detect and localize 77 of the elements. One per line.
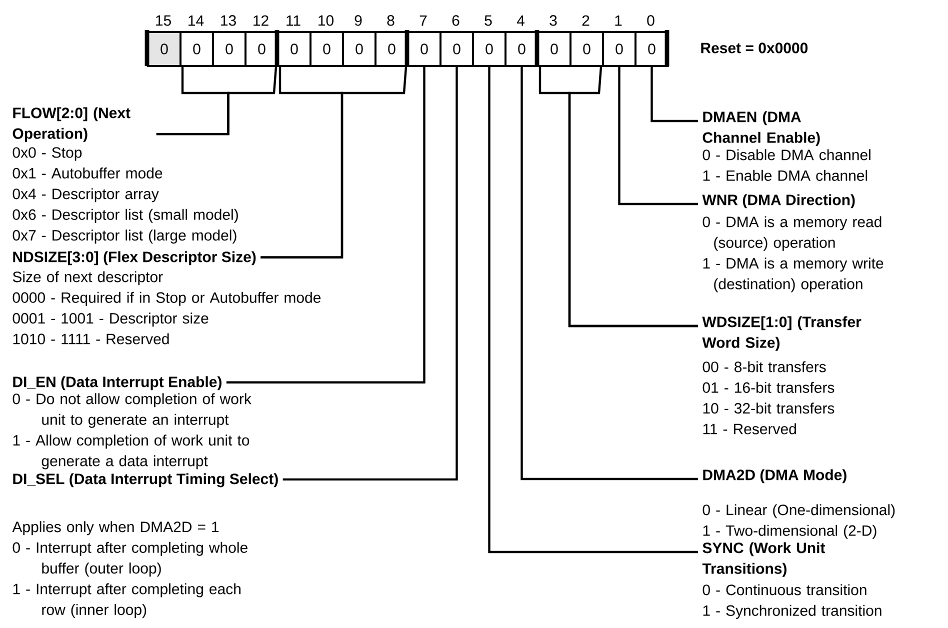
register-cell: 0 <box>440 31 474 67</box>
field-description: 0x0 - Stop <box>12 147 82 161</box>
leader-line <box>156 66 278 136</box>
field-heading: WNR (DMA Direction) <box>702 194 855 208</box>
field-description: 1 - Synchronized transition <box>703 604 882 619</box>
bit-number: 4 <box>516 15 524 26</box>
register-cell: 0 <box>277 31 312 67</box>
reset-value: Reset = 0x0000 <box>701 42 808 54</box>
register-cell: 0 <box>244 31 279 67</box>
bit-number: 8 <box>387 15 394 26</box>
register-cell: 0 <box>504 31 539 67</box>
field-description: 0 - Disable DMA channel <box>702 149 870 160</box>
field-description: 0x7 - Descriptor list (large model) <box>12 230 236 244</box>
field-heading: DMAEN (DMA Channel Enable) <box>702 111 820 146</box>
field-description: 1 - Two-dimensional (2-D) <box>703 524 876 539</box>
field-description: 11 - Reserved <box>703 423 796 434</box>
bit-number: 5 <box>484 15 492 26</box>
register-cell: 0 <box>634 31 669 67</box>
leader-line <box>618 67 698 206</box>
field-description: 1010 - 1111 - Reserved <box>13 333 169 344</box>
field-heading: WDSIZE[1:0] (Transfer Word Size) <box>702 316 862 351</box>
register-cell: 0 <box>342 31 376 67</box>
bit-number: 6 <box>452 15 460 26</box>
field-description: 0 - Continuous transition <box>702 584 866 596</box>
field-description: Applies only when DMA2D = 1 <box>12 521 219 536</box>
field-heading: DI_SEL (Data Interrupt Timing Select) <box>13 473 278 488</box>
field-description: 01 - 16-bit transfers <box>702 382 834 393</box>
register-cell: 0 <box>310 31 344 67</box>
field-description: Size of next descriptor <box>12 271 163 286</box>
field-description: 1 - Enable DMA channel <box>703 170 868 181</box>
bit-number: 7 <box>420 15 427 26</box>
register-cell: 0 <box>570 31 604 67</box>
register-cell: 0 <box>602 31 636 67</box>
leader-line <box>260 66 408 258</box>
register-cell: 0 <box>407 31 442 67</box>
field-description: 0x4 - Descriptor array <box>12 188 159 202</box>
field-description: 0 - Do not allow completion of work unit to generate an interrupt <box>12 393 252 428</box>
field-heading: SYNC (Work Unit Transitions) <box>702 542 826 577</box>
field-description: 10 - 32-bit transfers <box>703 402 834 414</box>
register-cell: 0 <box>147 31 182 67</box>
field-heading: DI_EN (Data Interrupt Enable) <box>13 376 222 390</box>
leader-line <box>520 67 698 480</box>
bit-number: 3 <box>550 15 557 26</box>
bit-number: 14 <box>188 15 204 26</box>
register-cell: 0 <box>180 31 214 67</box>
field-description: 0 - Interrupt after completing whole buffer (outer loop) <box>12 542 248 577</box>
bit-number: 13 <box>221 15 236 26</box>
bit-number: 12 <box>254 15 268 26</box>
field-description: 00 - 8-bit transfers <box>702 361 826 372</box>
field-description: 1 - Interrupt after completing each row (inner loop) <box>13 583 240 618</box>
field-description: 1 - Allow completion of work unit to generate a data interrupt <box>13 434 250 470</box>
leader-line <box>226 67 426 384</box>
bit-number: 9 <box>354 15 362 26</box>
register-cell: 0 <box>374 31 409 67</box>
bit-number: 15 <box>156 15 171 26</box>
bit-number: 10 <box>318 15 334 26</box>
field-description: 0000 - Required if in Stop or Autobuffer mode <box>12 292 321 306</box>
field-heading: DMA2D (DMA Mode) <box>703 469 846 484</box>
bit-number: 0 <box>647 15 654 26</box>
field-heading: FLOW[2:0] (Next Operation) <box>12 107 130 142</box>
field-description: 0 - Linear (One-dimensional) <box>702 504 895 518</box>
field-description: 0001 - 1001 - Descriptor size <box>12 312 208 327</box>
bit-number: 2 <box>582 15 590 26</box>
field-description: 0x1 - Autobuffer mode <box>12 168 162 178</box>
bit-number: 11 <box>286 15 300 26</box>
register-cell: 0 <box>472 31 506 67</box>
register-cell: 0 <box>212 31 246 67</box>
leader-line <box>282 67 458 481</box>
register-cell: 0 <box>537 31 572 67</box>
leader-line <box>568 66 698 328</box>
bit-number: 1 <box>615 15 622 26</box>
field-heading: NDSIZE[3:0] (Flex Descriptor Size) <box>13 251 256 266</box>
leader-line <box>650 67 698 122</box>
field-description: 1 - DMA is a memory write (destination) operation <box>703 258 884 292</box>
leader-line <box>488 67 698 554</box>
field-description: 0 - DMA is a memory read (source) operation <box>702 216 882 251</box>
field-description: 0x6 - Descriptor list (small model) <box>12 208 238 223</box>
